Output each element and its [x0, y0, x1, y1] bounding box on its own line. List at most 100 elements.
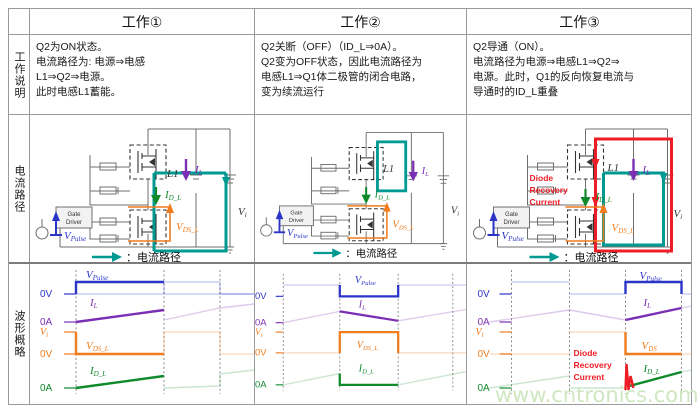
current-il-indicator: IL: [628, 159, 651, 181]
trace-idl: [75, 369, 254, 390]
annotation-diode-recovery-current: Diode Recovery Current: [574, 348, 613, 382]
current-path-teal-loop: [376, 140, 408, 193]
column-header-op2-label: 工作②: [340, 13, 381, 30]
row-label-current-path-text: 电流路径: [13, 164, 25, 213]
description-op3: Q2导通（ON）。 电流路径为电源⇒电感L1⇒Q2⇒ 电源。此时，Q1的反向恢复…: [473, 41, 635, 98]
arrow-recovery-2: [591, 197, 600, 207]
gate-driver-block: Gate Driver: [493, 206, 530, 229]
current-idl-indicator: ID_L: [151, 187, 181, 205]
trace-il: [489, 305, 692, 323]
legend-label-op2: ：电流路径: [345, 247, 397, 260]
svg-text:Vi: Vi: [451, 205, 459, 217]
waveform-chart-op1: VPulse 0V IL 0A VDS_L Vi 0V: [30, 264, 254, 404]
gate-driver-line1: Gate: [67, 212, 81, 218]
trace-idl: [283, 371, 466, 386]
svg-text:IL: IL: [421, 166, 429, 178]
cap-out: [190, 174, 202, 180]
svg-text:IL: IL: [643, 297, 652, 310]
svg-text:VDS_L: VDS_L: [393, 220, 415, 232]
mosfet-q1: [129, 144, 167, 180]
column-header-op3-label: 工作③: [559, 13, 600, 30]
gate-diode-q2: [99, 234, 117, 243]
svg-text:0V: 0V: [255, 347, 267, 358]
inductor-l1: L1: [607, 162, 620, 174]
row-label-waveform: 波形概略: [9, 264, 29, 404]
trace-idl: [489, 369, 692, 389]
col1-col2-divider: [254, 9, 255, 404]
rowlabel-divider: [29, 9, 30, 404]
waveform-chart-op2: VPulse 0V IL 0A VDS_L Vi: [255, 264, 466, 404]
current-path-legend-op2: [313, 248, 342, 258]
inductor-l1: L1: [166, 168, 179, 180]
row-label-current-path: 电流路径: [9, 115, 29, 262]
svg-text:Gate: Gate: [290, 210, 302, 216]
current-il-indicator: IL: [181, 159, 203, 181]
svg-text:VPulse: VPulse: [355, 275, 376, 287]
circuit-diagram-op3: L1 IL ID_L VDS_L Vi: [467, 115, 692, 262]
svg-text:0A: 0A: [255, 379, 267, 390]
svg-text:IL: IL: [642, 164, 651, 177]
trace-label-idl: ID_L: [89, 365, 106, 378]
row-label-waveform-text: 波形概略: [13, 310, 25, 358]
svg-text:Vi: Vi: [255, 328, 263, 339]
column-header-op1-label: 工作①: [121, 13, 163, 30]
voltage-vdsl-indicator: [347, 205, 388, 239]
svg-text:0V: 0V: [478, 289, 491, 300]
svg-text:0A: 0A: [478, 317, 491, 328]
axis-label-vds-zero: 0V: [40, 349, 53, 360]
arrow-teal-up: [222, 177, 230, 187]
watermark: www.cntronics.com: [495, 383, 699, 407]
col2-col3-divider: [466, 9, 467, 404]
annotation-diode-recovery-current: Diode Recovery Current: [530, 173, 569, 207]
gate-driver-block: Gate Driver: [279, 205, 314, 227]
svg-text:ID_L: ID_L: [374, 189, 390, 201]
axis-label-vpulse-zero: 0V: [40, 289, 53, 300]
current-path-teal: [152, 171, 228, 253]
trace-label-vds: VDS: [642, 340, 658, 353]
svg-text:ID_L: ID_L: [164, 189, 181, 202]
current-path-legend-op3: [529, 252, 560, 262]
waveform-chart-op3: VPulse 0V IL 0A VDS Vi: [467, 264, 692, 404]
legend-label-op3: ：电流路径: [564, 250, 619, 262]
label-vi: Vi: [238, 206, 247, 219]
vpulse-source: VPulse: [260, 209, 308, 240]
gate-diode-q1: [99, 186, 117, 195]
mosfet-q1: [348, 147, 384, 181]
gate-driver-line2: Driver: [66, 220, 82, 226]
legend-arrow-icon: [332, 248, 342, 258]
svg-text:Vi: Vi: [674, 208, 683, 221]
arrow-vdsl: [166, 203, 174, 213]
description-op2: Q2关断（OFF）（ID_L⇒0A）。 Q2变为OFF状态，因此电流路径为 电感…: [261, 41, 423, 98]
svg-text:0A: 0A: [478, 383, 491, 394]
legend-label-op1: ：电流路径: [126, 250, 181, 262]
svg-text:VPulse: VPulse: [287, 228, 308, 240]
svg-text:VPulse: VPulse: [640, 270, 662, 283]
svg-text:0V: 0V: [255, 290, 267, 301]
svg-text:Diode: Diode: [574, 348, 598, 358]
trace-il: [283, 308, 466, 324]
label-vpulse: VPulse: [64, 230, 86, 243]
trace-vpulse: [283, 284, 466, 298]
column-header-op1: 工作①: [30, 9, 254, 34]
svg-text:Driver: Driver: [289, 218, 304, 224]
svg-text:Recovery: Recovery: [574, 360, 613, 370]
svg-text:VDS_L: VDS_L: [612, 222, 635, 235]
column-header-op3: 工作③: [467, 9, 692, 34]
trace-label-vdsl: VDS_L: [86, 340, 109, 353]
inductor-l1: L1: [382, 164, 394, 175]
legend-arrow-icon: [112, 252, 122, 262]
header-row-divider: [9, 34, 691, 35]
voltage-vdsl-indicator: [128, 206, 171, 242]
svg-text:0A: 0A: [255, 317, 267, 328]
svg-text:Current: Current: [530, 197, 561, 207]
column-header-op2: 工作②: [255, 9, 466, 34]
gate-driver-block: Gate Driver: [55, 206, 93, 229]
circuit-diagram-op1: L1 IL ID_L VDS_L: [30, 115, 254, 262]
current-path-legend-op1: [92, 252, 122, 262]
mosfet-q1: [566, 144, 605, 180]
svg-text:IL: IL: [358, 300, 366, 312]
arrow-recovery: [591, 159, 600, 169]
trace-label-il: IL: [89, 297, 98, 310]
circuit-diagram-op2: L1 IL ID_L VDS_L Vi: [255, 115, 466, 262]
